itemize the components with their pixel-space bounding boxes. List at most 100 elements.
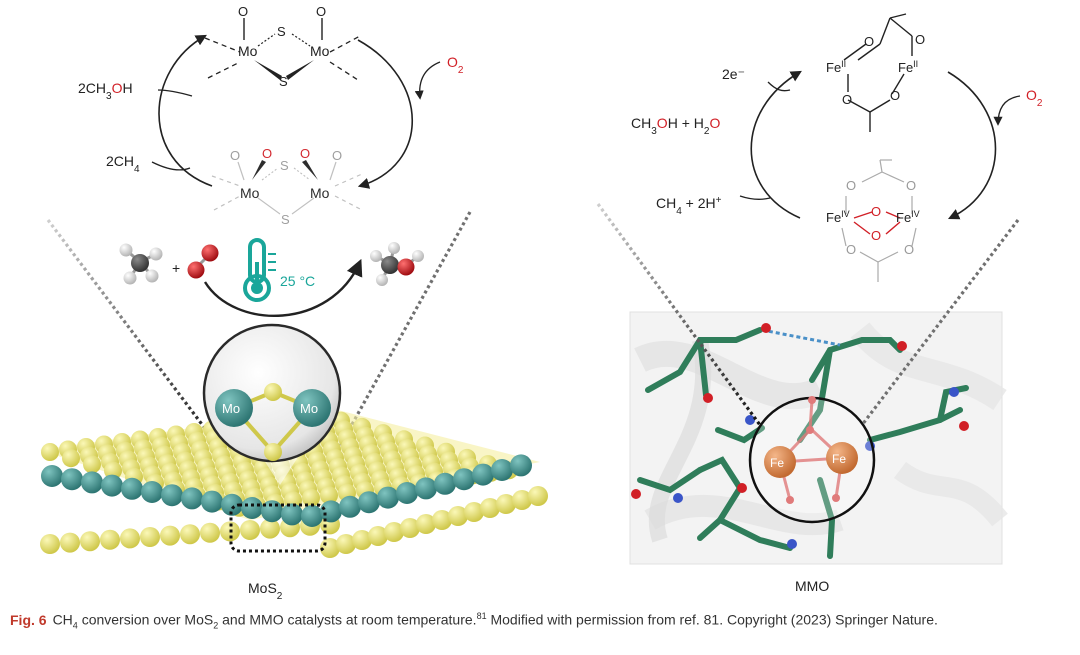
lattice-sulfur-atom xyxy=(464,502,484,522)
bridging-oxo-label: O xyxy=(871,228,881,243)
oxo-label: O xyxy=(890,88,900,103)
methane-arrow xyxy=(151,161,191,171)
cycle-arrow-right xyxy=(357,39,414,189)
mmo-panel: O O O O FeII FeII O O O O xyxy=(596,13,1043,594)
lattice-mo-atom xyxy=(415,477,437,500)
bridging-oxo-label: O xyxy=(871,204,881,219)
proton-arrow xyxy=(739,195,771,200)
lattice-sulfur-atom xyxy=(432,510,452,530)
methanol-arrow xyxy=(157,89,193,97)
mos2-catalyst-label: MoS2 xyxy=(248,580,283,600)
oxo-label: O xyxy=(906,178,916,193)
lattice-sulfur-atom xyxy=(448,506,468,526)
zoom-line-left xyxy=(596,203,762,426)
lattice-sulfur-atom xyxy=(80,531,100,552)
fe-ii-label: FeII xyxy=(898,59,918,75)
lattice-mo-atom xyxy=(121,477,143,500)
lattice-mo-atom xyxy=(241,497,263,519)
lattice-mo-atom xyxy=(320,500,342,523)
methane-molecule-icon xyxy=(119,243,163,285)
methane-proton-reactant-label: CH4 + 2H+ xyxy=(656,195,722,217)
lattice-mo-atom xyxy=(201,490,223,513)
cycle-arrow-left xyxy=(158,34,213,187)
lattice-mo-atom xyxy=(221,493,243,516)
oxygen-label: O2 xyxy=(1026,87,1043,109)
lattice-sulfur-atom xyxy=(384,522,404,542)
oxo-label: O xyxy=(904,242,914,257)
lattice-sulfur-atom xyxy=(496,494,516,514)
lattice-mo-atom xyxy=(358,491,380,514)
lattice-mo-atom xyxy=(141,481,163,503)
lattice-mo-atom xyxy=(339,495,361,518)
oxygen-molecule-icon xyxy=(187,244,219,279)
sulfur-label: S xyxy=(277,24,286,39)
bubble-mo-label: Mo xyxy=(300,401,318,416)
oxo-label: O xyxy=(262,146,272,161)
mmo-enzyme-label: MMO xyxy=(795,578,829,594)
oxo-label: O xyxy=(864,34,874,49)
lattice-sulfur-atom xyxy=(368,526,388,546)
mo-atom-label: Mo xyxy=(240,185,260,201)
oxygen-label: O2 xyxy=(447,54,464,76)
mo-atom-label: Mo xyxy=(310,43,330,59)
electron-arrow xyxy=(767,81,791,92)
lattice-mo-atom xyxy=(453,468,475,491)
lattice-sulfur-atom xyxy=(140,527,160,547)
oxo-label: O xyxy=(300,146,310,161)
lattice-mo-atom xyxy=(472,463,494,486)
lattice-sulfur-atom xyxy=(104,461,122,480)
lattice-mo-atom xyxy=(491,459,513,481)
sulfur-label: S xyxy=(279,74,288,89)
lattice-sulfur-atom xyxy=(416,514,436,534)
oxo-label: O xyxy=(846,242,856,257)
lattice-mo-atom xyxy=(510,454,532,477)
lattice-sulfur-atom xyxy=(302,488,320,507)
mo-dimer-bottom: O O O O S S Mo Mo xyxy=(211,146,363,227)
lattice-sulfur-atom xyxy=(528,486,548,506)
sulfur-label: S xyxy=(281,212,290,227)
figure-number: Fig. 6 xyxy=(10,611,47,628)
lattice-sulfur-atom xyxy=(400,518,420,538)
mo-dimer-top: O O Mo Mo S S xyxy=(204,4,361,89)
lattice-sulfur-atom xyxy=(83,455,101,474)
lattice-sulfur-atom xyxy=(120,528,140,549)
oxo-label: O xyxy=(846,178,856,193)
reaction-arrow xyxy=(203,258,363,317)
lattice-sulfur-atom xyxy=(352,530,372,550)
zoom-line-right xyxy=(333,211,472,456)
lattice-sulfur-atom xyxy=(40,534,60,554)
oxo-label: O xyxy=(230,148,240,163)
figure-canvas: O O Mo Mo S S O O O O S S Mo xyxy=(40,4,1043,600)
oxo-label: O xyxy=(915,32,925,47)
oxidant-arrow xyxy=(993,95,1021,126)
lattice-mo-atom xyxy=(377,486,399,509)
lattice-sulfur-atom xyxy=(260,518,280,539)
oxo-label: O xyxy=(238,4,248,19)
methanol-product-label: 2CH3OH xyxy=(78,80,133,102)
lattice-sulfur-atom xyxy=(336,534,356,554)
mo-atom-label: Mo xyxy=(310,185,330,201)
oxo-label: O xyxy=(316,4,326,19)
bubble-mo-label: Mo xyxy=(222,401,240,416)
fe-atom-label: Fe xyxy=(832,452,846,466)
fe-iv-label: FeIV xyxy=(826,209,850,225)
fe-atom-label: Fe xyxy=(770,456,784,470)
cycle-arrow-right xyxy=(947,71,997,220)
fe-ii-label: FeII xyxy=(826,59,846,75)
lattice-mo-atom xyxy=(101,474,123,497)
lattice-sulfur-atom xyxy=(480,498,500,518)
highlight-box xyxy=(229,503,327,553)
mo-atom-label: Mo xyxy=(238,43,258,59)
lattice-mo-atom xyxy=(181,487,203,510)
lattice-mo-atom xyxy=(81,471,103,494)
lattice-sulfur-atom xyxy=(41,443,59,461)
cycle-arrow-left xyxy=(750,70,802,219)
lattice-mo-atom xyxy=(281,503,303,526)
lattice-mo-atom xyxy=(434,472,456,495)
lattice-mo-atom xyxy=(61,468,83,491)
lattice-sulfur-atom xyxy=(62,449,80,468)
lattice-mo-atom xyxy=(301,505,323,527)
sulfur-label: S xyxy=(280,158,289,173)
oxo-label: O xyxy=(332,148,342,163)
enzyme-structure-image: Fe Fe xyxy=(629,311,1008,565)
